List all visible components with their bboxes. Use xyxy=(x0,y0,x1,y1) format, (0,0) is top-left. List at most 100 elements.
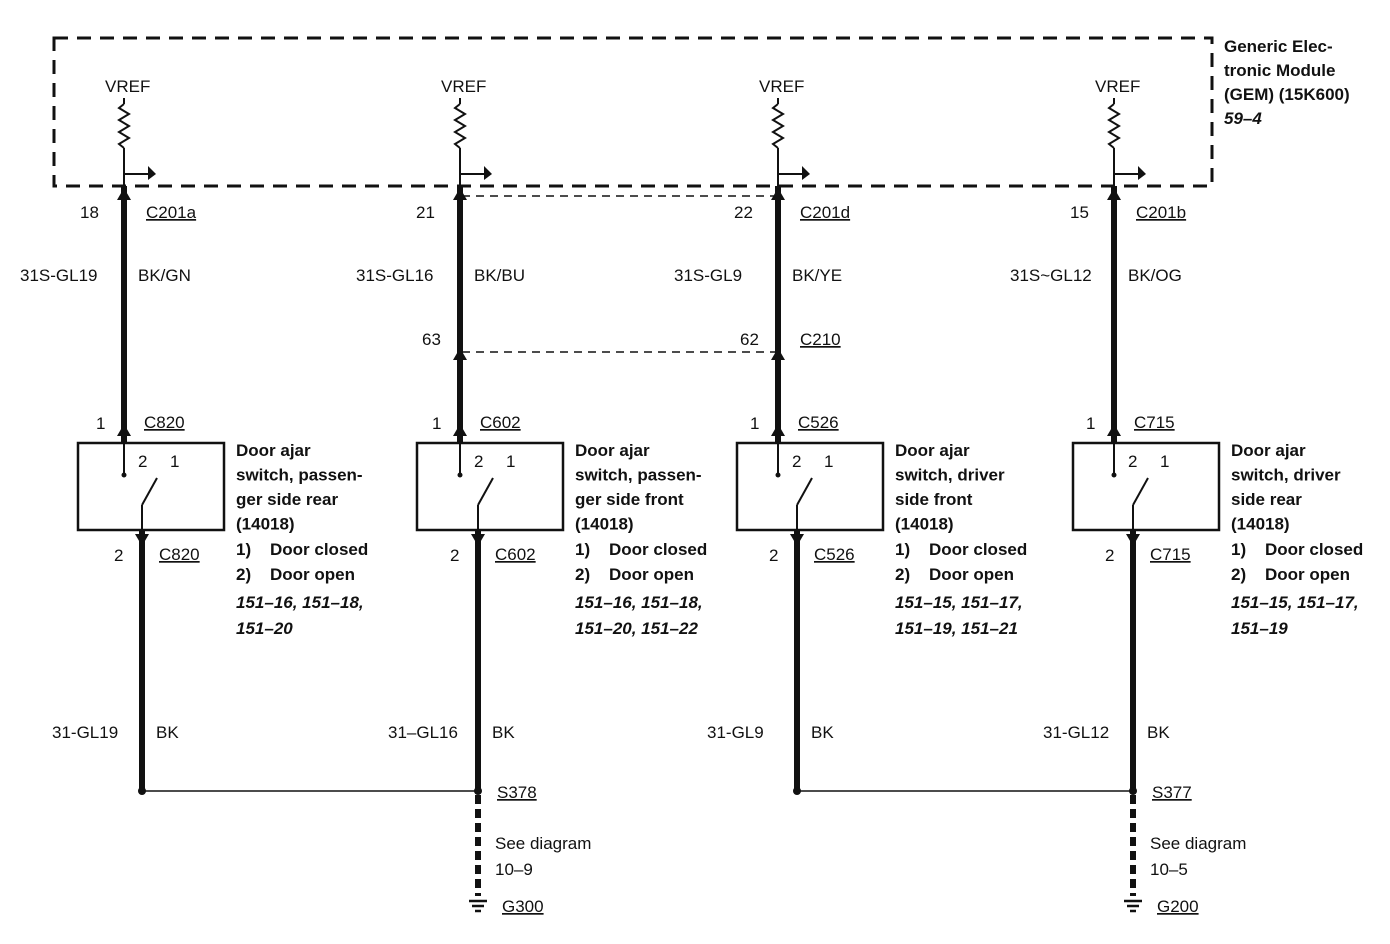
switch-title-line: Door ajar xyxy=(895,441,970,460)
switch-pin-bottom: 2 xyxy=(1105,546,1114,565)
gem-name-line-1: Generic Elec- xyxy=(1224,37,1333,56)
page-ref-line: 151–20, 151–22 xyxy=(575,619,698,638)
pullup-resistor xyxy=(771,103,785,149)
switch-state-number: 2) xyxy=(895,565,910,584)
switch-connector-arrow xyxy=(771,424,785,436)
wire-color-bottom: BK xyxy=(811,723,834,742)
switch-blade xyxy=(477,477,494,506)
switch-connector-arrow-bottom xyxy=(1126,534,1140,546)
switch-connector-bottom: C820 xyxy=(159,545,200,564)
ground-label: G200 xyxy=(1157,897,1199,916)
input-buffer-icon xyxy=(148,166,156,180)
page-ref-line: 151–19, 151–21 xyxy=(895,619,1018,638)
door-ajar-switch-box xyxy=(735,441,885,532)
switch-state-number: 1) xyxy=(236,540,251,559)
circuit-number-top: 31S-GL9 xyxy=(674,266,742,285)
switch-connector-arrow-bottom xyxy=(790,534,804,546)
switch-title-line: switch, driver xyxy=(895,466,1005,485)
switch-title-line: ger side front xyxy=(575,490,684,509)
switch-blade xyxy=(1132,477,1149,506)
switch-title-line: (14018) xyxy=(575,515,634,534)
splice-label: S377 xyxy=(1152,783,1192,802)
switch-state-number: 1) xyxy=(575,540,590,559)
switch-state-number: 1) xyxy=(1231,540,1246,559)
page-ref-line: 151–15, 151–17, xyxy=(895,593,1023,612)
ground-label: G300 xyxy=(502,897,544,916)
switch-state-number: 2) xyxy=(236,565,251,584)
switch-pin-top: 1 xyxy=(96,414,105,433)
door-ajar-switch-box xyxy=(1071,441,1221,532)
inline-connector-arrow xyxy=(453,348,467,360)
gem-module-boundary xyxy=(52,36,1214,188)
input-buffer-icon xyxy=(484,166,492,180)
switch-pin-top: 1 xyxy=(750,414,759,433)
gem-pin-number: 21 xyxy=(416,203,435,222)
connector-arrow xyxy=(453,188,467,200)
gem-connector-id: C201d xyxy=(800,203,850,222)
switch-state-number: 2) xyxy=(575,565,590,584)
gem-connector-id: C201a xyxy=(146,203,197,222)
switch-state-number: 1) xyxy=(895,540,910,559)
diagram-ref: 10–5 xyxy=(1150,860,1188,879)
page-ref-line: 151–19 xyxy=(1231,619,1288,638)
switch-title-line: (14018) xyxy=(895,515,954,534)
switch-pin-top: 1 xyxy=(1086,414,1095,433)
gem-pin-number: 15 xyxy=(1070,203,1089,222)
circuit-number-top: 31S-GL16 xyxy=(356,266,434,285)
splice-node xyxy=(474,787,482,795)
switch-contact-label-1: 1 xyxy=(506,452,515,471)
switch-contact-label-2: 2 xyxy=(1128,452,1137,471)
page-ref-line: 151–16, 151–18, xyxy=(575,593,703,612)
splice-node xyxy=(793,787,801,795)
switch-connector-top: C526 xyxy=(798,413,839,432)
switch-state-label: Door closed xyxy=(929,540,1027,559)
switch-contact-label-1: 1 xyxy=(1160,452,1169,471)
switch-title-line: Door ajar xyxy=(236,441,311,460)
switch-state-label: Door closed xyxy=(1265,540,1363,559)
circuit-number-bottom: 31-GL9 xyxy=(707,723,764,742)
inline-connector-id: C210 xyxy=(800,330,841,349)
switch-connector-top: C602 xyxy=(480,413,521,432)
switch-connector-arrow xyxy=(453,424,467,436)
switch-connector-top: C820 xyxy=(144,413,185,432)
wire-color-top: BK/YE xyxy=(792,266,842,285)
switch-title-line: side front xyxy=(895,490,973,509)
switch-title-line: switch, passen- xyxy=(575,466,702,485)
wire-color-bottom: BK xyxy=(156,723,179,742)
inline-pin-number: 63 xyxy=(422,330,441,349)
wire-color-top: BK/OG xyxy=(1128,266,1182,285)
pullup-resistor xyxy=(453,103,467,149)
gem-page-ref: 59–4 xyxy=(1224,109,1262,128)
switch-contact-label-1: 1 xyxy=(170,452,179,471)
switch-title-line: ger side rear xyxy=(236,490,338,509)
splice-node xyxy=(138,787,146,795)
page-ref-line: 151–15, 151–17, xyxy=(1231,593,1359,612)
switch-blade xyxy=(796,477,813,506)
switch-state-label: Door open xyxy=(929,565,1014,584)
switch-state-label: Door closed xyxy=(270,540,368,559)
gem-connector-id: C201b xyxy=(1136,203,1186,222)
switch-pin-bottom: 2 xyxy=(450,546,459,565)
wire-color-top: BK/GN xyxy=(138,266,191,285)
circuit-number-bottom: 31–GL16 xyxy=(388,723,458,742)
page-ref-line: 151–16, 151–18, xyxy=(236,593,364,612)
circuit-number-top: 31S-GL19 xyxy=(20,266,98,285)
switch-title-line: (14018) xyxy=(1231,515,1290,534)
pullup-resistor xyxy=(1107,103,1121,149)
vref-label: VREF xyxy=(1095,77,1140,96)
switch-connector-bottom: C602 xyxy=(495,545,536,564)
switch-blade xyxy=(141,477,158,506)
switch-connector-bottom: C526 xyxy=(814,545,855,564)
switch-pin-bottom: 2 xyxy=(114,546,123,565)
see-diagram-label: See diagram xyxy=(1150,834,1246,853)
switch-contact-label-2: 2 xyxy=(792,452,801,471)
switch-pin-bottom: 2 xyxy=(769,546,778,565)
inline-pin-number: 62 xyxy=(740,330,759,349)
switch-title-line: Door ajar xyxy=(1231,441,1306,460)
switch-contact-2 xyxy=(457,472,463,478)
connector-arrow xyxy=(771,188,785,200)
inline-connector-arrow xyxy=(771,348,785,360)
